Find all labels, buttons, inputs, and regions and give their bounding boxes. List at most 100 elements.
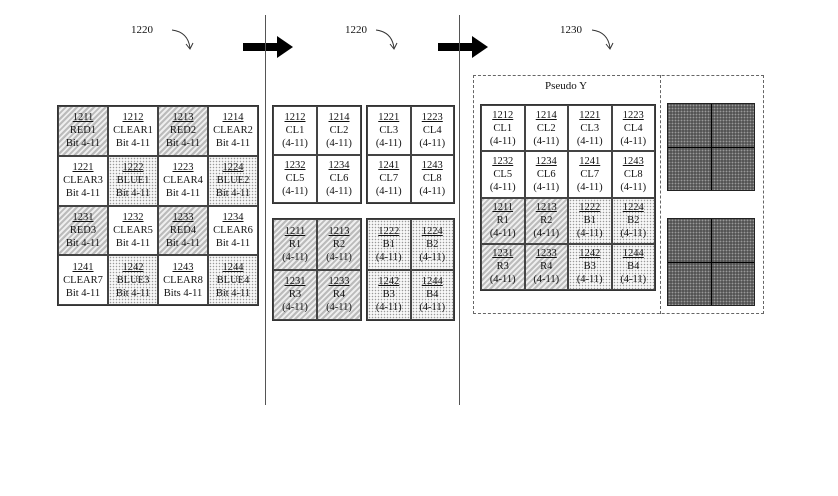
cell-bits: (4-11) (489, 274, 516, 286)
cell-bits: Bit 4-11 (215, 188, 251, 200)
cell-channel: CLEAR8 (163, 274, 203, 286)
cell-ref: 1213 (535, 202, 557, 214)
cell-bits: (4-11) (533, 274, 560, 286)
cell-ref: 1211 (72, 112, 94, 124)
leader-arrow-icon (591, 29, 611, 49)
cell-ref: 1214 (535, 109, 557, 121)
cell-channel: CL8 (422, 173, 442, 185)
cell-bits: (4-11) (282, 186, 308, 198)
cell-channel: CL2 (536, 122, 556, 134)
cell-ref: 1224 (421, 225, 443, 237)
output-frame (473, 75, 764, 314)
cell-bits: (4-11) (419, 186, 446, 198)
cell-ref: 1241 (72, 261, 94, 273)
cell-bits: (4-11) (375, 302, 402, 314)
cell-ref: 1234 (222, 211, 244, 223)
cell-bits: (4-11) (326, 186, 352, 198)
cell-ref: 1232 (284, 160, 306, 172)
cell-channel: CL7 (379, 173, 399, 185)
cell-ref: 1224 (622, 202, 644, 214)
cell-ref: 1233 (535, 248, 557, 260)
cell-bits: (4-11) (620, 181, 647, 193)
cell-ref: 1222 (378, 225, 400, 237)
cell-channel: RED2 (169, 125, 197, 137)
cell-ref: 1221 (72, 162, 94, 174)
cell-channel: CL5 (493, 168, 513, 180)
process-arrow-icon (243, 36, 293, 58)
cell-bits: Bit 4-11 (115, 287, 151, 299)
output-block-1 (667, 103, 755, 191)
cell-ref: 1232 (122, 211, 144, 223)
cell-bits: Bit 4-11 (215, 237, 251, 249)
cell-channel: RED1 (69, 125, 97, 137)
cell-channel: CL5 (285, 173, 305, 185)
ref-label-1: 1220 (131, 24, 153, 36)
cell-bits: Bit 4-11 (115, 138, 151, 150)
cell-bits: (4-11) (375, 137, 402, 149)
cell-ref: 1233 (172, 211, 194, 223)
cell-ref: 1231 (492, 248, 514, 260)
cell-bits: (4-11) (326, 251, 352, 263)
cell-channel: RED3 (69, 224, 97, 236)
cell-ref: 1241 (378, 160, 400, 172)
cell-channel: CL6 (536, 168, 556, 180)
cell-ref: 1234 (328, 160, 350, 172)
cell-bits: (4-11) (419, 302, 446, 314)
cell-bits: (4-11) (489, 135, 516, 147)
cell-ref: 1234 (535, 155, 557, 167)
cell-ref: 1243 (421, 160, 443, 172)
cell-bits: Bits 4-11 (163, 287, 203, 299)
leader-arrow-icon (375, 29, 395, 49)
cell-channel: CL7 (580, 168, 600, 180)
arrows (171, 29, 614, 58)
cell-ref: 1223 (421, 111, 443, 123)
cell-channel: CL1 (285, 124, 305, 136)
cell-ref: 1214 (328, 111, 350, 123)
cell-bits: Bit 4-11 (215, 138, 251, 150)
cell-bits: (4-11) (282, 251, 308, 263)
cell-ref: 1223 (622, 109, 644, 121)
cell-channel: BLUE1 (116, 175, 150, 187)
cell-channel: CL4 (422, 124, 442, 136)
cell-ref: 1233 (328, 276, 350, 288)
cell-channel: R3 (496, 261, 509, 273)
cell-bits: (4-11) (533, 228, 560, 240)
cell-channel: R3 (288, 289, 302, 301)
cell-ref: 1212 (284, 111, 306, 123)
cell-channel: CL4 (623, 122, 643, 134)
cell-bits: (4-11) (533, 181, 560, 193)
cell-bits: Bit 4-11 (65, 188, 101, 200)
cell-channel: R4 (332, 289, 346, 301)
cell-bits: Bit 4-11 (65, 138, 101, 150)
cell-channel: CL6 (329, 173, 349, 185)
cell-bits: (4-11) (489, 181, 516, 193)
